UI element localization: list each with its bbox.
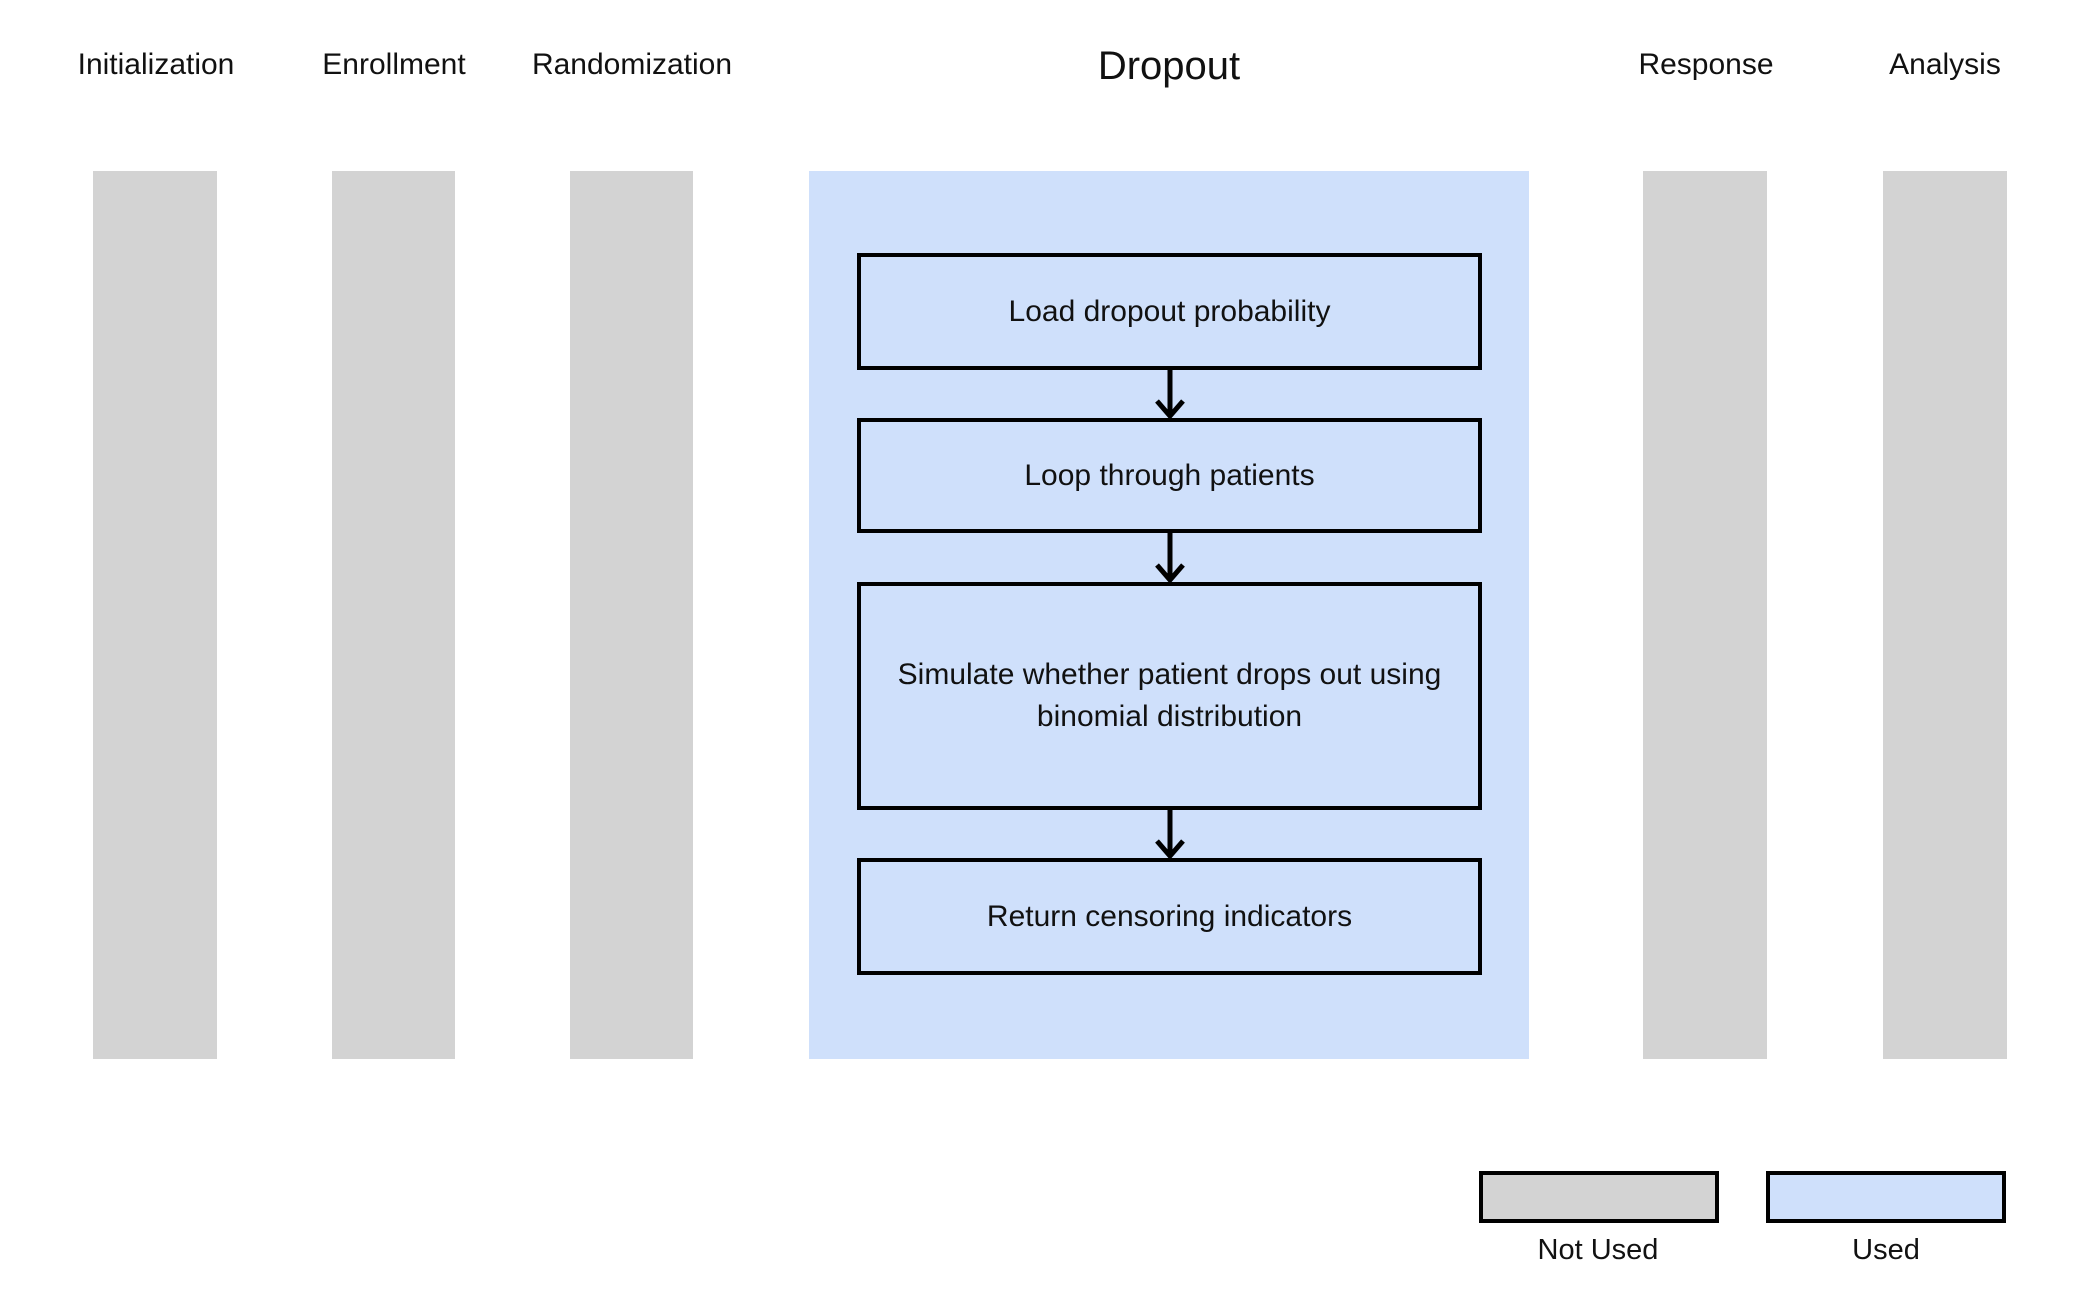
flow-step-label: Return censoring indicators — [986, 899, 1353, 933]
stage-bar-randomization — [570, 171, 693, 1059]
arrow-down-icon — [1148, 370, 1192, 418]
flow-step-loop-through-patients: Loop through patients — [857, 418, 1482, 533]
legend-swatch-not-used — [1479, 1171, 1719, 1223]
stage-label-analysis: Analysis — [1889, 48, 2001, 81]
legend-swatch-used — [1766, 1171, 2006, 1223]
stage-label-initialization: Initialization — [77, 48, 235, 81]
arrow-down-icon — [1148, 533, 1192, 582]
flow-step-label: Loop through patients — [1024, 458, 1315, 492]
arrow-down-icon — [1148, 810, 1192, 858]
stage-label-enrollment: Enrollment — [322, 48, 466, 81]
flow-step-simulate-dropout: Simulate whether patient drops out using… — [857, 582, 1482, 810]
stage-label-dropout: Dropout — [1097, 44, 1241, 88]
stage-bar-response — [1643, 171, 1767, 1059]
stage-label-randomization: Randomization — [531, 48, 733, 81]
legend-label-not-used: Not Used — [1537, 1234, 1659, 1266]
flow-step-return-censoring-indicators: Return censoring indicators — [857, 858, 1482, 975]
stage-bar-enrollment — [332, 171, 455, 1059]
flow-step-label: Load dropout probability — [1008, 294, 1331, 328]
legend-label-used: Used — [1852, 1234, 1920, 1266]
stage-label-response: Response — [1638, 48, 1774, 81]
stage-bar-initialization — [93, 171, 217, 1059]
flow-step-label: Simulate whether patient drops out using… — [897, 658, 1442, 733]
dropout-panel: Load dropout probability Loop through pa… — [809, 171, 1529, 1059]
stage-bar-analysis — [1883, 171, 2007, 1059]
flow-step-load-dropout-probability: Load dropout probability — [857, 253, 1482, 370]
